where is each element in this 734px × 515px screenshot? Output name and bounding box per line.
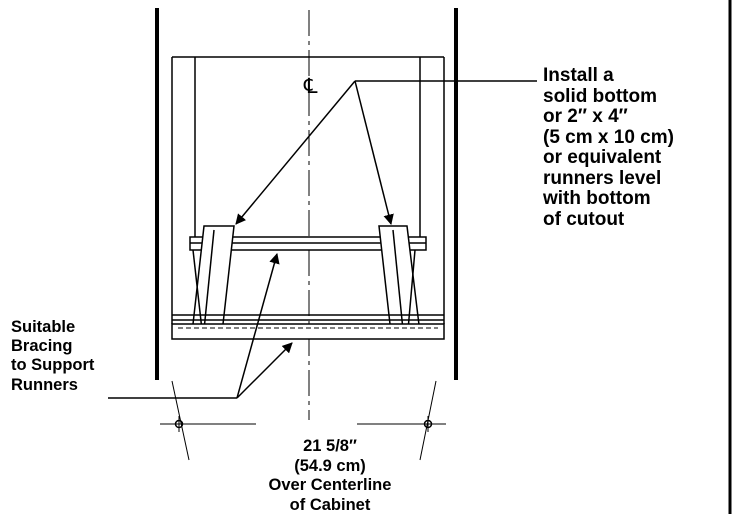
callout-line: or 2″ x 4″ (543, 107, 674, 128)
callout-line: (5 cm x 10 cm) (543, 128, 674, 149)
callout-line: runners level (543, 169, 674, 190)
bracing-board (172, 324, 444, 339)
callout-line: solid bottom (543, 87, 674, 108)
callout-line: of cutout (543, 210, 674, 231)
callout-line: Install a (543, 66, 674, 87)
dimension-note: of Cabinet (180, 496, 480, 515)
callout-line: Suitable (11, 318, 94, 337)
callout-line: or equivalent (543, 148, 674, 169)
callout-line: with bottom (543, 189, 674, 210)
dimension-imperial: 21 5/8″ (180, 437, 480, 457)
callout-line: Runners (11, 376, 94, 395)
dimension-note: Over Centerline (180, 476, 480, 496)
dimension-metric: (54.9 cm) (180, 457, 480, 477)
centerline-symbol: ℄ (303, 74, 318, 98)
dimension-label: 21 5/8″ (54.9 cm) Over Centerline of Cab… (180, 437, 480, 515)
runner-leader-lines (236, 81, 537, 224)
bracing-callout: Suitable Bracing to Support Runners (11, 318, 94, 395)
install-runners-callout: Install a solid bottom or 2″ x 4″ (5 cm … (543, 66, 674, 230)
callout-line: Bracing (11, 337, 94, 356)
callout-line: to Support (11, 356, 94, 375)
